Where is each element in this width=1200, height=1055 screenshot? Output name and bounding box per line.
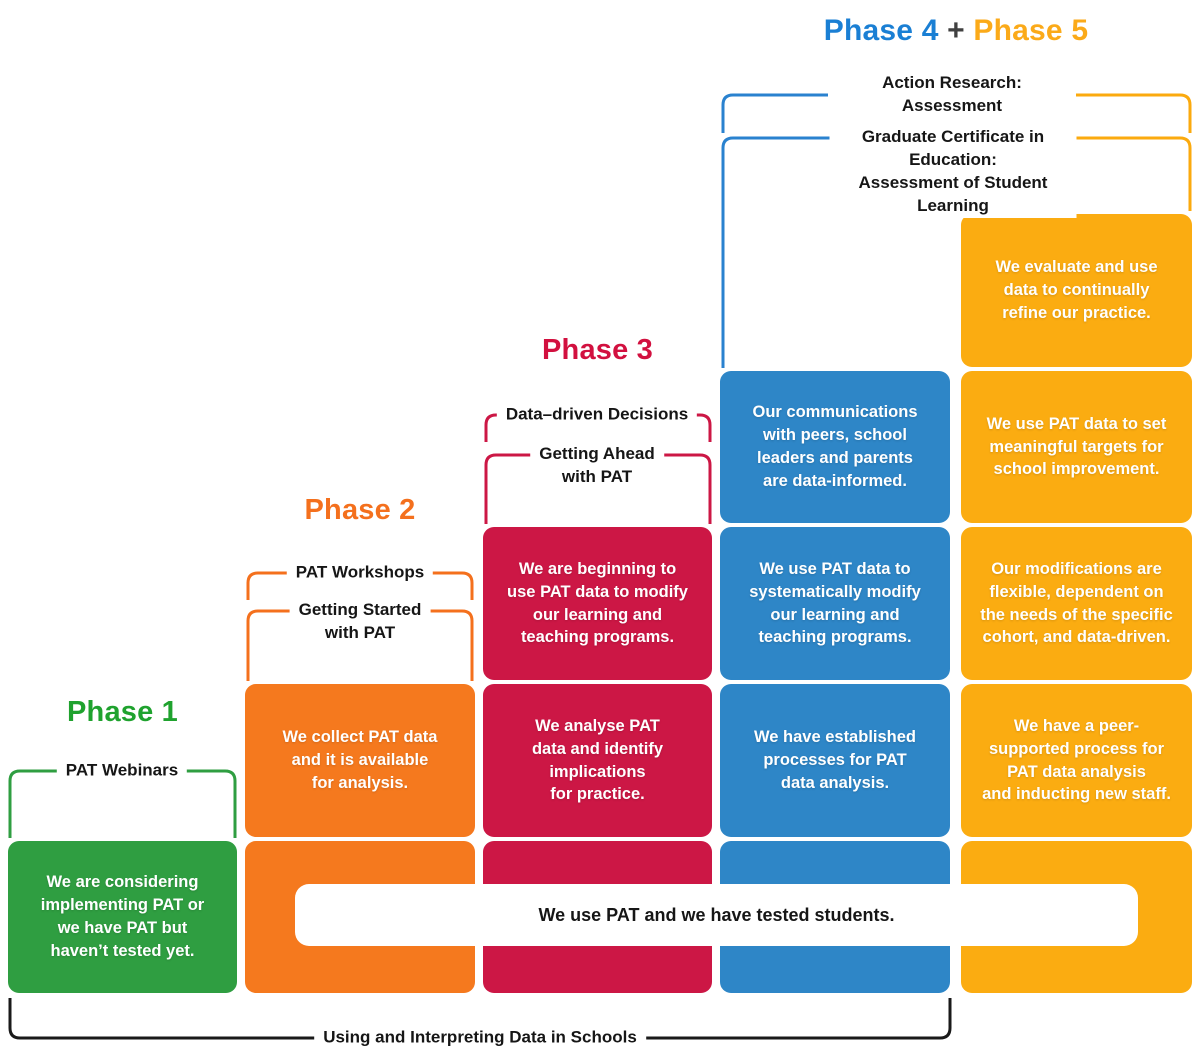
phase2-box: We collect PAT data and it is available … [245,684,475,837]
phase-4-5-heading: Phase 4 + Phase 5 [720,14,1192,48]
phase45-inner-bracket-left [721,136,953,368]
phase45-inner-bracket-label: Graduate Certificate in Education: Asses… [829,126,1077,218]
phase45-outer-bracket-left [721,93,952,133]
phase5-box-4: We have a peer- supported process for PA… [961,684,1192,837]
bottom-bracket-label: Using and Interpreting Data in Schools [314,1026,646,1050]
phase-3-heading: Phase 3 [541,334,654,366]
phase-4-heading-part: Phase 4 [823,14,939,47]
phase1-bracket-label: PAT Webinars [56,759,188,783]
phase45-inner-bracket-right [953,136,1192,211]
phase1-box: We are considering implementing PAT or w… [8,841,237,993]
phase4-box-3: We have established processes for PAT da… [720,684,950,837]
phase3-box-2: We analyse PAT data and identify implica… [483,684,712,837]
phase5-box-1: We evaluate and use data to continually … [961,214,1192,367]
phase-2-heading: Phase 2 [304,494,416,526]
phase5-box-2: We use PAT data to set meaningful target… [961,371,1192,523]
phase2-inner-bracket-label: Getting Started with PAT [289,599,431,645]
phase-5-heading-part: Phase 5 [973,14,1089,47]
tested-students-bar: We use PAT and we have tested students. [295,884,1138,946]
phase45-outer-bracket-right [952,93,1192,133]
phase3-box-1: We are beginning to use PAT data to modi… [483,527,712,680]
phase-1-heading: Phase 1 [66,696,179,728]
phase45-outer-bracket-label: Action Research: Assessment [828,72,1076,118]
phase3-outer-bracket-label: Data–driven Decisions [496,403,698,427]
phase2-outer-bracket-label: PAT Workshops [286,561,434,585]
plus-sign: + [947,14,965,47]
phase4-box-1: Our communications with peers, school le… [720,371,950,523]
phase3-inner-bracket-label: Getting Ahead with PAT [530,443,664,489]
phase4-box-2: We use PAT data to systematically modify… [720,527,950,680]
phase5-box-3: Our modifications are flexible, dependen… [961,527,1192,680]
tested-students-text: We use PAT and we have tested students. [538,904,895,925]
